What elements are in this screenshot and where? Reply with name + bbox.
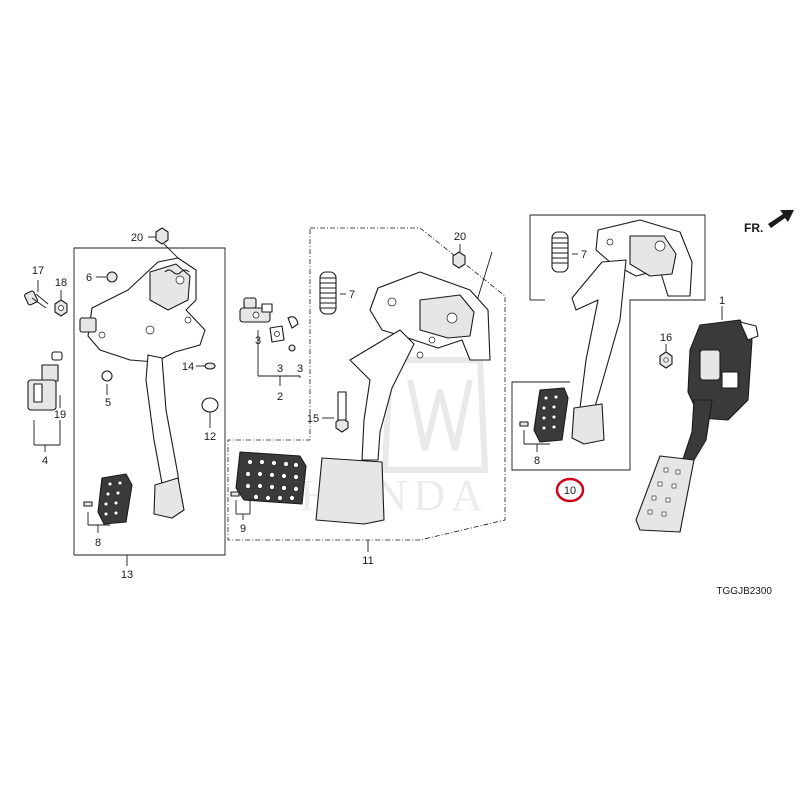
callout-2: 2 (277, 391, 283, 403)
stopper-5 (101, 370, 113, 395)
callout-12: 12 (204, 431, 216, 443)
callout-4: 4 (42, 455, 48, 467)
callout-9: 9 (240, 523, 246, 535)
callout-17: 17 (32, 265, 44, 277)
callout-11: 11 (362, 555, 373, 567)
callout-5: 5 (105, 397, 111, 409)
brake-pedal-bracket-right (595, 219, 693, 297)
callout-3c: 3 (297, 363, 303, 375)
accelerator-pedal-1 (635, 306, 759, 533)
front-indicator: FR. (744, 210, 794, 235)
brake-pedal-arm-left (145, 354, 185, 519)
callout-3b: 3 (277, 363, 283, 375)
callout-13: 13 (121, 569, 133, 581)
callout-3a: 3 (255, 335, 261, 347)
clip-6 (96, 271, 118, 283)
callout-6: 6 (86, 272, 92, 284)
front-indicator-label: FR. (744, 221, 763, 235)
callout-1: 1 (719, 295, 725, 307)
clip-14 (196, 362, 216, 370)
callout-18: 18 (55, 277, 67, 289)
brake-pedal-arm-middle (349, 329, 415, 461)
callout-7a: 7 (349, 289, 355, 301)
diagram-code: TGGJB2300 (716, 586, 772, 597)
washer-12 (201, 397, 219, 428)
callout-16: 16 (660, 332, 672, 344)
group-11-outline (227, 227, 506, 552)
pedal-pad-8-left (83, 473, 133, 533)
group-13-outline (73, 247, 226, 566)
nut-16 (659, 344, 673, 369)
brake-pedal-bracket-middle (369, 271, 491, 361)
front-arrow-icon (768, 210, 794, 228)
spring-7-right (551, 231, 578, 273)
switch-bracket-group (239, 297, 301, 386)
callout-19: 19 (54, 409, 66, 421)
bolt-15 (322, 391, 349, 433)
brake-pedal-arm-right (571, 259, 627, 445)
nut-20-left (148, 227, 179, 259)
callout-8a: 8 (95, 537, 101, 549)
switch-19 (27, 351, 63, 452)
callout-10: 10 (564, 485, 576, 497)
spring-7-middle (319, 271, 346, 315)
callout-20b: 20 (454, 231, 466, 243)
brake-pedal-bracket-left (79, 257, 206, 363)
callout-14: 14 (182, 361, 194, 373)
callout-8b: 8 (534, 455, 540, 467)
highlight-part-10[interactable] (555, 477, 585, 503)
pedal-pad-11-middle (315, 457, 385, 525)
callout-15: 15 (307, 413, 319, 425)
callout-20a: 20 (131, 232, 143, 244)
callout-7b: 7 (581, 249, 587, 261)
bolt-17 (24, 280, 49, 309)
nut-18 (54, 290, 68, 317)
group-10-outline (511, 214, 706, 471)
pedal-pad-8-right (519, 387, 569, 452)
pedal-pad-9 (230, 451, 307, 520)
